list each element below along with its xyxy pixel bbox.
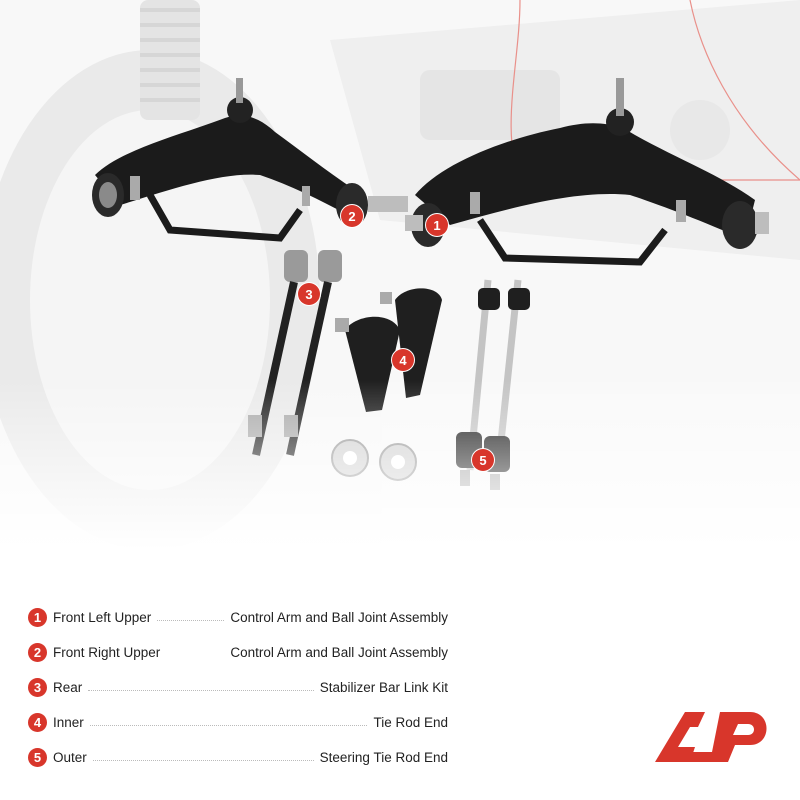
parts-legend: 1 Front Left Upper Control Arm and Ball …	[28, 600, 448, 775]
dotted-leader	[88, 689, 314, 691]
legend-label: Front Left Upper	[53, 610, 152, 625]
legend-number: 1	[28, 608, 47, 627]
legend-row: 5 Outer Steering Tie Rod End	[28, 740, 448, 775]
legend-label: Inner	[53, 715, 84, 730]
dotted-leader	[89, 724, 368, 726]
legend-label: Front Right Upper	[53, 645, 161, 660]
dotted-leader	[166, 654, 224, 656]
legend-row: 4 Inner Tie Rod End	[28, 705, 448, 740]
legend-description: Tie Rod End	[373, 715, 448, 730]
legend-description: Control Arm and Ball Joint Assembly	[230, 645, 448, 660]
legend-description: Steering Tie Rod End	[319, 750, 448, 765]
legend-label: Outer	[53, 750, 87, 765]
legend-row: 2 Front Right Upper Control Arm and Ball…	[28, 635, 448, 670]
dotted-leader	[157, 619, 225, 621]
legend-description: Control Arm and Ball Joint Assembly	[230, 610, 448, 625]
legend-row: 3 Rear Stabilizer Bar Link Kit	[28, 670, 448, 705]
legend-description: Stabilizer Bar Link Kit	[319, 680, 448, 695]
legend-number: 2	[28, 643, 47, 662]
dotted-leader	[92, 759, 314, 761]
brand-logo-icon	[650, 707, 775, 772]
legend-label: Rear	[53, 680, 83, 695]
marker-4: 4	[392, 349, 414, 371]
control-arm-right-upper	[92, 78, 408, 242]
legend-number: 3	[28, 678, 47, 697]
legend-row: 1 Front Left Upper Control Arm and Ball …	[28, 600, 448, 635]
legend-number: 4	[28, 713, 47, 732]
marker-3: 3	[298, 283, 320, 305]
marker-1: 1	[426, 214, 448, 236]
legend-number: 5	[28, 748, 47, 767]
marker-5: 5	[472, 449, 494, 471]
control-arm-left-upper	[405, 78, 769, 266]
marker-2: 2	[341, 205, 363, 227]
product-photo	[0, 0, 800, 560]
